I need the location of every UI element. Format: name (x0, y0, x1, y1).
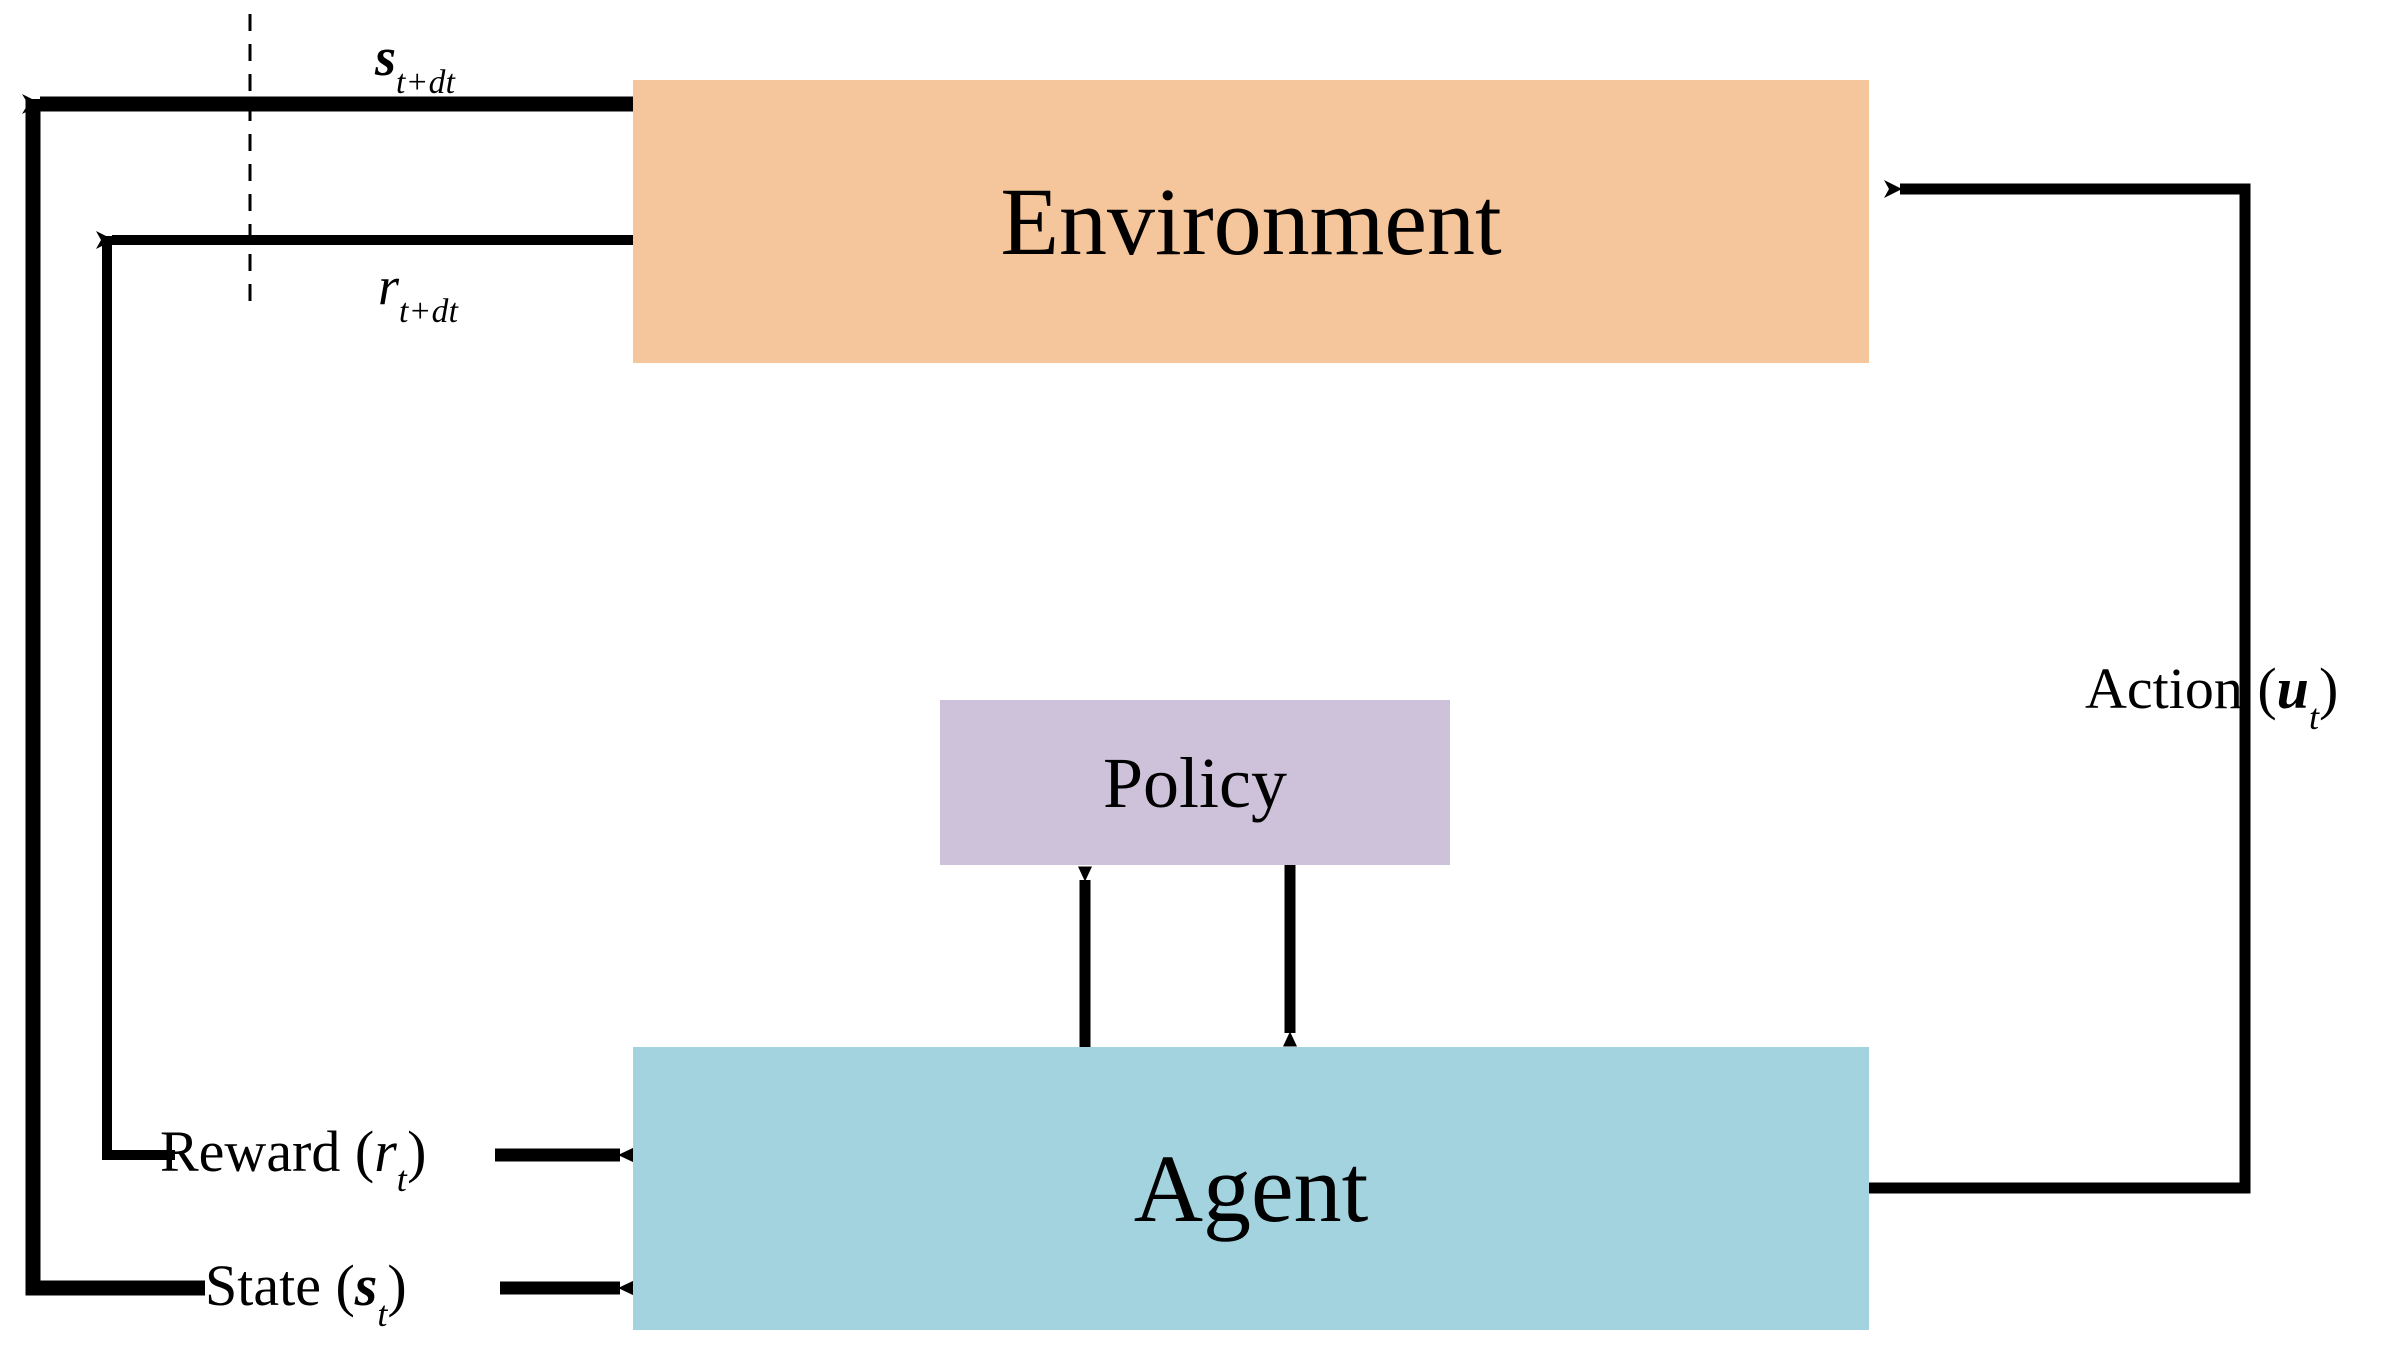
state-feedback-path (21, 94, 635, 1296)
action-suffix: ) (2318, 656, 2339, 721)
action-symbol: u (2276, 656, 2309, 721)
state-symbol: s (354, 1253, 378, 1318)
state-next-subscript: t+dt (396, 64, 456, 102)
reward-subscript: t (396, 1158, 408, 1199)
agent-label: Agent (1133, 1134, 1369, 1242)
agent-block[interactable]: Agent (633, 1047, 1869, 1330)
state-next-label: st+dt (375, 26, 455, 101)
policy-block[interactable]: Policy (940, 700, 1450, 865)
reward-suffix: ) (407, 1119, 427, 1184)
action-prefix: Action ( (2085, 656, 2277, 721)
state-next-symbol: s (375, 27, 397, 87)
policy-label: Policy (1102, 742, 1287, 823)
environment-block[interactable]: Environment (633, 80, 1869, 363)
reward-next-label: rt+dt (378, 255, 458, 330)
reward-symbol: r (374, 1119, 397, 1184)
action-label: Action (ut) (2085, 655, 2339, 737)
state-prefix: State ( (205, 1253, 355, 1318)
reward-next-subscript: t+dt (399, 293, 459, 331)
state-suffix: ) (387, 1253, 407, 1318)
reward-next-symbol: r (378, 256, 400, 316)
state-label: State (st) (205, 1252, 407, 1334)
reward-prefix: Reward ( (160, 1119, 375, 1184)
environment-label: Environment (1000, 167, 1502, 275)
reward-feedback-path (96, 231, 635, 1163)
state-subscript: t (377, 1293, 388, 1334)
action-subscript: t (2308, 696, 2319, 737)
reward-label: Reward (rt) (160, 1118, 427, 1199)
action-path (1869, 180, 2251, 1194)
